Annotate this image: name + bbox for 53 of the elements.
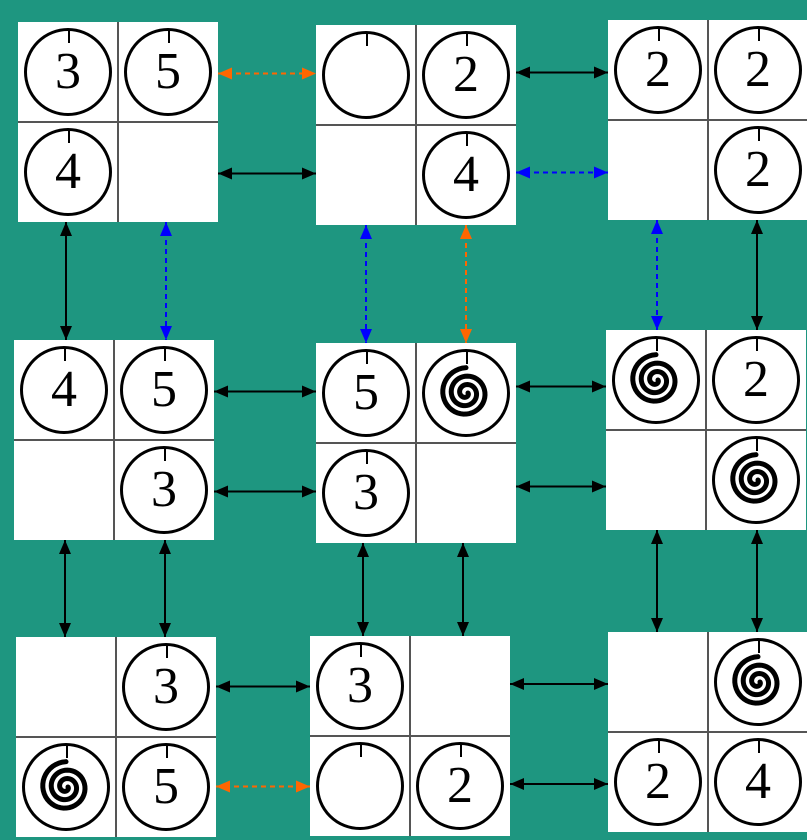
number-token: 5: [120, 346, 208, 434]
double-arrow: [510, 778, 608, 790]
double-arrow: [651, 530, 663, 632]
double-arrow: [160, 222, 172, 340]
double-arrow: [516, 480, 606, 492]
double-arrow: [357, 543, 369, 636]
number-token: 2: [714, 126, 802, 214]
puzzle-board: [14, 340, 214, 540]
number-token: 3: [322, 449, 410, 537]
double-arrow: [216, 780, 310, 792]
double-arrow: [651, 220, 663, 330]
number-token: 4: [20, 346, 108, 434]
number-token: 4: [24, 128, 112, 216]
number-token: 2: [416, 742, 504, 830]
puzzle-board: [608, 20, 807, 220]
double-arrow: [516, 166, 608, 178]
number-token: 5: [322, 349, 410, 437]
number-token: 2: [614, 738, 702, 826]
number-token: 5: [122, 743, 210, 831]
double-arrow: [60, 222, 72, 340]
number-token: 3: [120, 446, 208, 534]
double-arrow: [460, 225, 472, 343]
number-token: 5: [124, 28, 212, 116]
puzzle-board: [608, 632, 807, 832]
double-arrow: [516, 66, 608, 78]
puzzle-board: [310, 636, 510, 836]
puzzle-board: [316, 343, 516, 543]
double-arrow: [751, 530, 763, 632]
number-token: 3: [24, 28, 112, 116]
number-token: 2: [422, 31, 510, 119]
double-arrow: [59, 540, 71, 637]
puzzle-board: [18, 22, 218, 222]
number-token: 2: [712, 336, 800, 424]
number-token: 4: [422, 131, 510, 219]
double-arrow: [159, 540, 171, 637]
double-arrow: [216, 680, 310, 692]
puzzle-board: [606, 330, 806, 530]
puzzle-board: [316, 25, 516, 225]
number-token: 3: [122, 643, 210, 731]
number-token: 3: [316, 642, 404, 730]
double-arrow: [751, 220, 763, 330]
puzzle-board: [16, 637, 216, 837]
number-token: 4: [714, 738, 802, 826]
double-arrow: [214, 486, 316, 498]
double-arrow: [510, 678, 608, 690]
double-arrow: [457, 543, 469, 636]
double-arrow: [214, 386, 316, 398]
double-arrow: [516, 380, 606, 392]
double-arrow: [360, 225, 372, 343]
number-token: 2: [714, 26, 802, 114]
number-token: 2: [614, 26, 702, 114]
double-arrow: [218, 168, 316, 180]
double-arrow: [218, 68, 316, 80]
